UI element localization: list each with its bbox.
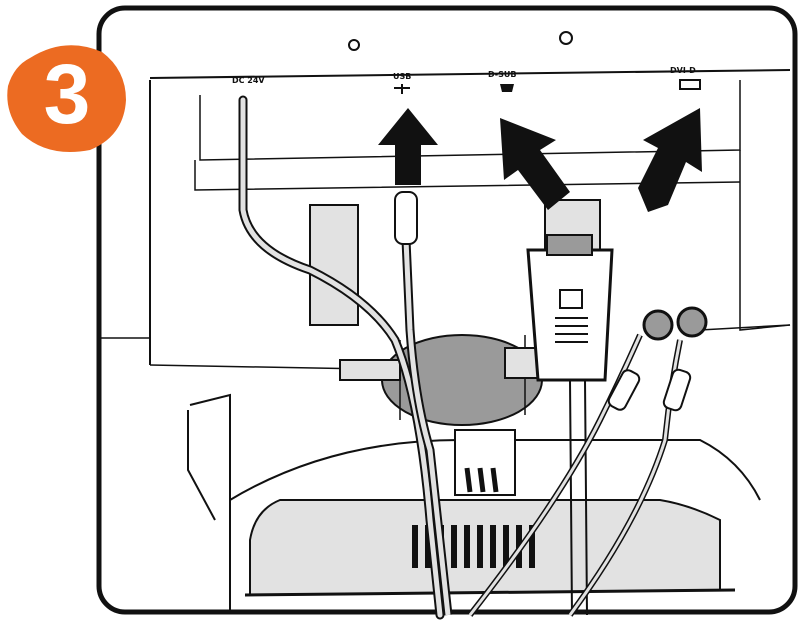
hinge-pin [340,360,400,380]
audio-jack [678,308,706,336]
usb-plug [395,192,417,244]
cable-clip [310,205,358,325]
stand-base [250,500,720,595]
dc-in-label: DC 24V [232,76,265,85]
dvi-d-port-label: DVI-D [670,66,696,75]
step-number: 3 [6,36,128,152]
dsub-plug-screws [547,235,592,255]
d-sub-port-icon [500,84,514,92]
rear-plate [455,430,515,495]
d-sub-port-label: D-SUB [488,70,516,79]
dsub-plug [528,250,612,380]
audio-jack [644,311,672,339]
usb-port-label: USB [393,72,411,81]
